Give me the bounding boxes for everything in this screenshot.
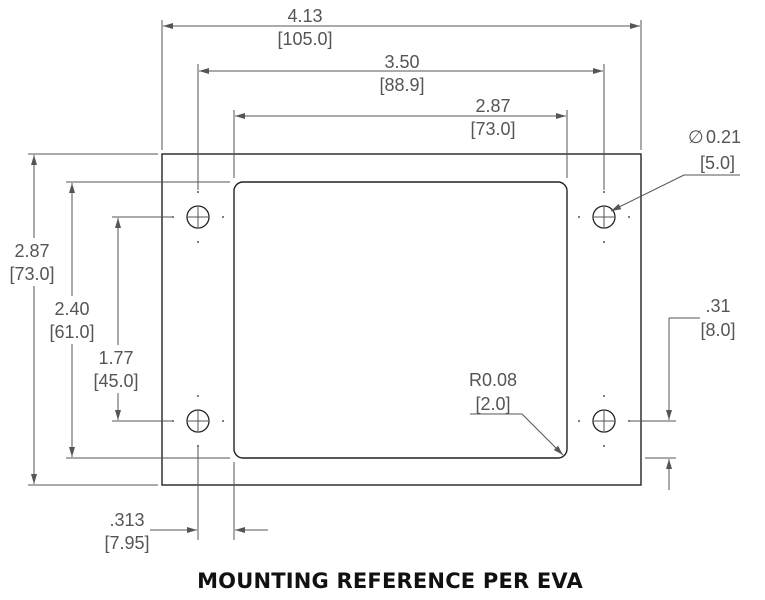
mounting-hole-top-left — [172, 191, 224, 243]
hole-spacing-x-mm: [88.9] — [379, 75, 424, 95]
hole-spacing-y-mm: [45.0] — [93, 371, 138, 391]
dimension-overall-height: 2.87 [73.0] — [6, 153, 158, 486]
opening-height-mm: [61.0] — [49, 322, 94, 342]
dimension-opening-height: 2.40 [61.0] — [46, 181, 230, 459]
dimension-hole-spacing-x: 3.50 [88.9] — [197, 52, 605, 190]
dimension-opening-width: 2.87 [73.0] — [233, 96, 568, 178]
dimension-hole-edge-offset: .31 [8.0] — [630, 296, 736, 490]
hole-diameter-mm: [5.0] — [700, 153, 735, 173]
hole-edge-offset-mm: [8.0] — [700, 320, 735, 340]
opening-height-inch: 2.40 — [54, 299, 89, 319]
hole-spacing-y-inch: 1.77 — [98, 348, 133, 368]
opening-width-mm: [73.0] — [470, 119, 515, 139]
drawing-title: MOUNTING REFERENCE PER EVA — [197, 569, 583, 593]
overall-width-mm: [105.0] — [277, 29, 332, 49]
mounting-hole-bottom-left — [172, 395, 224, 447]
display-opening — [233, 181, 568, 459]
dimension-overall-width: 4.13 [105.0] — [161, 6, 642, 150]
mounting-hole-bottom-right — [578, 395, 630, 447]
callout-corner-radius: R0.08 [2.0] — [469, 370, 564, 456]
overall-height-mm: [73.0] — [9, 264, 54, 284]
corner-radius-mm: [2.0] — [475, 394, 510, 414]
hole-spacing-x-inch: 3.50 — [384, 52, 419, 72]
opening-width-inch: 2.87 — [475, 96, 510, 116]
hole-edge-offset-inch: .31 — [705, 296, 730, 316]
opening-offset-inch: .313 — [109, 510, 144, 530]
corner-radius-inch: R0.08 — [469, 370, 517, 390]
opening-offset-mm: [7.95] — [104, 533, 149, 553]
hole-diameter-inch: 0.21 — [706, 127, 741, 147]
mounting-hole-top-right — [578, 191, 630, 243]
overall-height-inch: 2.87 — [14, 241, 49, 261]
hole-diameter-symbol: ∅ — [688, 127, 704, 147]
callout-hole-diameter: ∅ 0.21 [5.0] — [610, 127, 741, 212]
dimension-hole-spacing-y: 1.77 [45.0] — [88, 216, 172, 422]
dimension-opening-offset: .313 [7.95] — [104, 446, 268, 553]
overall-width-inch: 4.13 — [287, 6, 322, 26]
plate-outline — [161, 153, 642, 486]
